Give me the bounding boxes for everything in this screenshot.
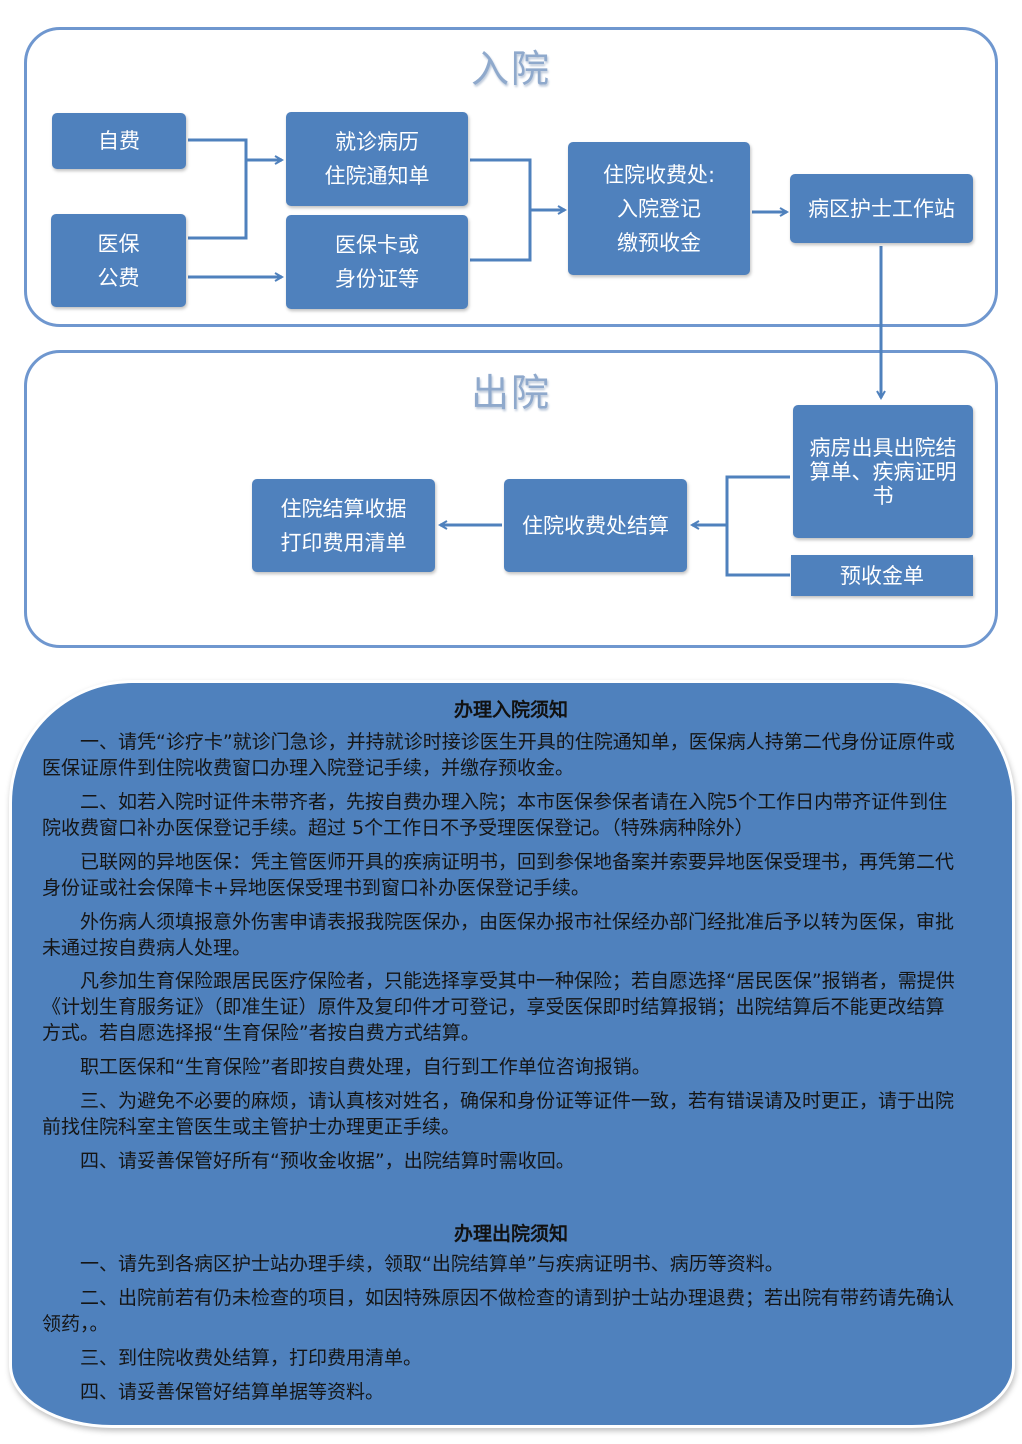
discharge-note: 四、请妥善保管好结算单据等资料。: [80, 1381, 385, 1403]
box-self-pay: 自费: [52, 113, 186, 169]
admission-note: 外伤病人须填报意外伤害申请表报我院医保办，由医保办报市社保经办部门经批准后予以转…: [42, 911, 955, 959]
notes-panel: [12, 683, 1012, 1425]
box-cards: 医保卡或 身份证等: [286, 215, 468, 309]
box-ward: 病房出具出院结 算单、疾病证明 书: [793, 405, 973, 538]
discharge-note: 二、出院前若有仍未检查的项目，如因特殊原因不做检查的请到护士站办理退费；若出院有…: [42, 1287, 955, 1335]
box-deposit: 预收金单: [791, 555, 973, 596]
box-settle: 住院收费处结算: [504, 479, 687, 572]
box-cashier: 住院收费处: 入院登记 缴预收金: [568, 142, 750, 275]
box-insurance: 医保 公费: [51, 214, 186, 307]
discharge-title: 出院: [470, 371, 551, 415]
admission-note: 凡参加生育保险跟居民医疗保险者，只能选择享受其中一种保险；若自愿选择“居民医保”…: [42, 970, 955, 1044]
admission-note: 三、为避免不必要的麻烦，请认真核对姓名，确保和身份证等证件一致，若有错误请及时更…: [42, 1090, 955, 1138]
admission-note: 职工医保和“生育保险”者即按自费处理，自行到工作单位咨询报销。: [80, 1056, 651, 1078]
admission-note: 二、如若入院时证件未带齐者，先按自费办理入院；本市医保参保者请在入院5个工作日内…: [42, 791, 948, 839]
discharge-note: 一、请先到各病区护士站办理手续，领取“出院结算单”与疾病证明书、病历等资料。: [80, 1253, 784, 1275]
admission-note: 一、请凭“诊疗卡”就诊门急诊，并持就诊时接诊医生开具的住院通知单，医保病人持第二…: [42, 731, 955, 779]
box-receipt: 住院结算收据 打印费用清单: [252, 479, 435, 572]
discharge-notes-title: 办理出院须知: [453, 1223, 568, 1245]
admission-note: 已联网的异地医保：凭主管医师开具的疾病证明书，回到参保地备案并索要异地医保受理书…: [42, 851, 955, 899]
admission-title: 入院: [470, 47, 551, 91]
admission-notes-title: 办理入院须知: [453, 699, 568, 721]
box-nurse-station: 病区护士工作站: [790, 174, 973, 243]
admission-note: 四、请妥善保管好所有“预收金收据”，出院结算时需收回。: [80, 1150, 575, 1172]
discharge-note: 三、到住院收费处结算，打印费用清单。: [80, 1347, 423, 1369]
box-records: 就诊病历 住院通知单: [286, 112, 468, 206]
